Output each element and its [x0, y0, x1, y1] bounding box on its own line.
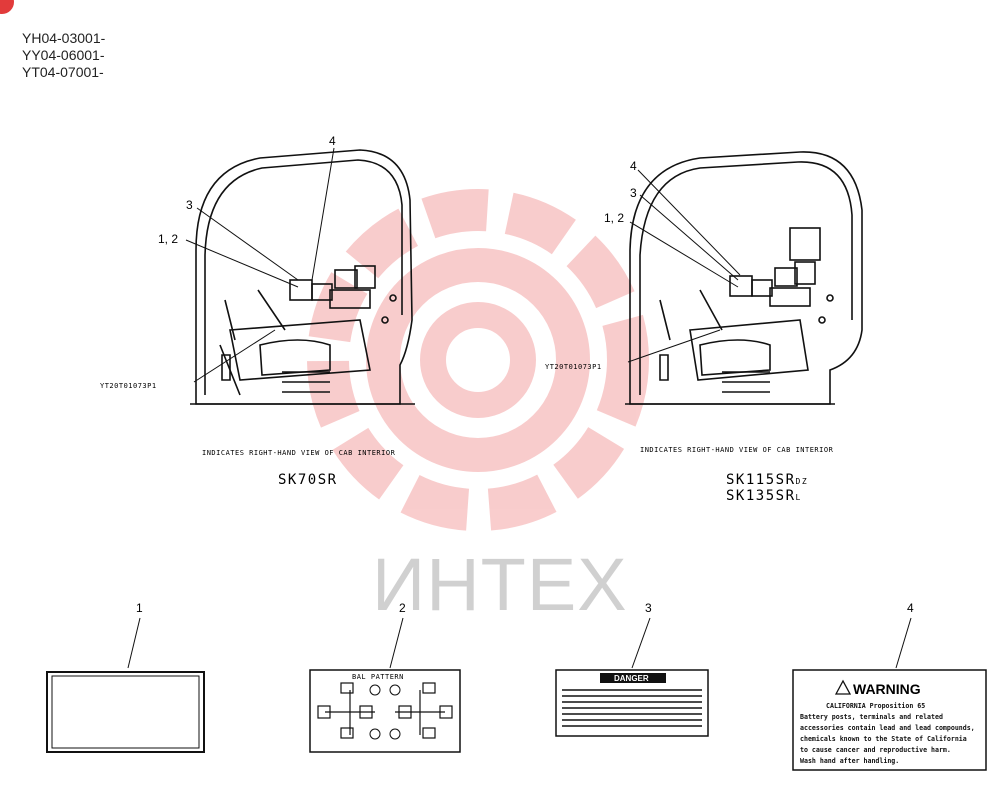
label-1: [46, 617, 205, 753]
label-4: [792, 617, 987, 771]
label-number: 3: [645, 601, 652, 615]
callout-1-2: 1, 2: [158, 232, 178, 246]
warning-line: to cause cancer and reproductive harm.: [800, 746, 951, 754]
model-name: SK70SR: [278, 472, 338, 488]
cab-view-left: [190, 149, 415, 405]
callout-4: 4: [630, 159, 637, 173]
label-number: 1: [136, 601, 143, 615]
serial-number: YY04-06001-: [22, 47, 105, 63]
label-number: 2: [399, 601, 406, 615]
label-3: [555, 617, 709, 737]
leader-lines-left: [185, 147, 335, 383]
warning-line: Battery posts, terminals and related: [800, 713, 943, 721]
label-number: 4: [907, 601, 914, 615]
view-caption: INDICATES RIGHT-HAND VIEW OF CAB INTERIO…: [202, 449, 396, 457]
warning-line: CALIFORNIA Proposition 65: [826, 702, 925, 710]
warning-line: Wash hand after handling.: [800, 757, 899, 765]
warning-line: accessories contain lead and lead compou…: [800, 724, 975, 732]
serial-number-list: YH04-03001- YY04-06001- YT04-07001-: [22, 30, 105, 81]
model-name: SK115SRDZ: [726, 472, 808, 488]
gear-watermark-icon: [307, 189, 649, 531]
danger-header: DANGER: [614, 674, 649, 683]
serial-number: YT04-07001-: [22, 64, 104, 80]
warning-header: WARNING: [853, 681, 921, 697]
cab-view-right: [625, 151, 863, 405]
part-code: YT20T01073P1: [545, 363, 602, 371]
callout-1-2: 1, 2: [604, 211, 624, 225]
label-title: BAL PATTERN: [352, 673, 404, 681]
callout-3: 3: [630, 186, 637, 200]
warning-triangle-icon: [834, 679, 852, 695]
model-name: SK135SRL: [726, 488, 802, 504]
warning-line: chemicals known to the State of Californ…: [800, 735, 967, 743]
part-code: YT20T01073P1: [100, 382, 157, 390]
label-2: [309, 617, 461, 753]
watermark-text: ИНТЕХ: [372, 543, 628, 626]
callout-4: 4: [329, 134, 336, 148]
serial-number: YH04-03001-: [22, 30, 106, 46]
leader-lines-right: [627, 169, 741, 363]
callout-3: 3: [186, 198, 193, 212]
view-caption: INDICATES RIGHT-HAND VIEW OF CAB INTERIO…: [640, 446, 834, 454]
